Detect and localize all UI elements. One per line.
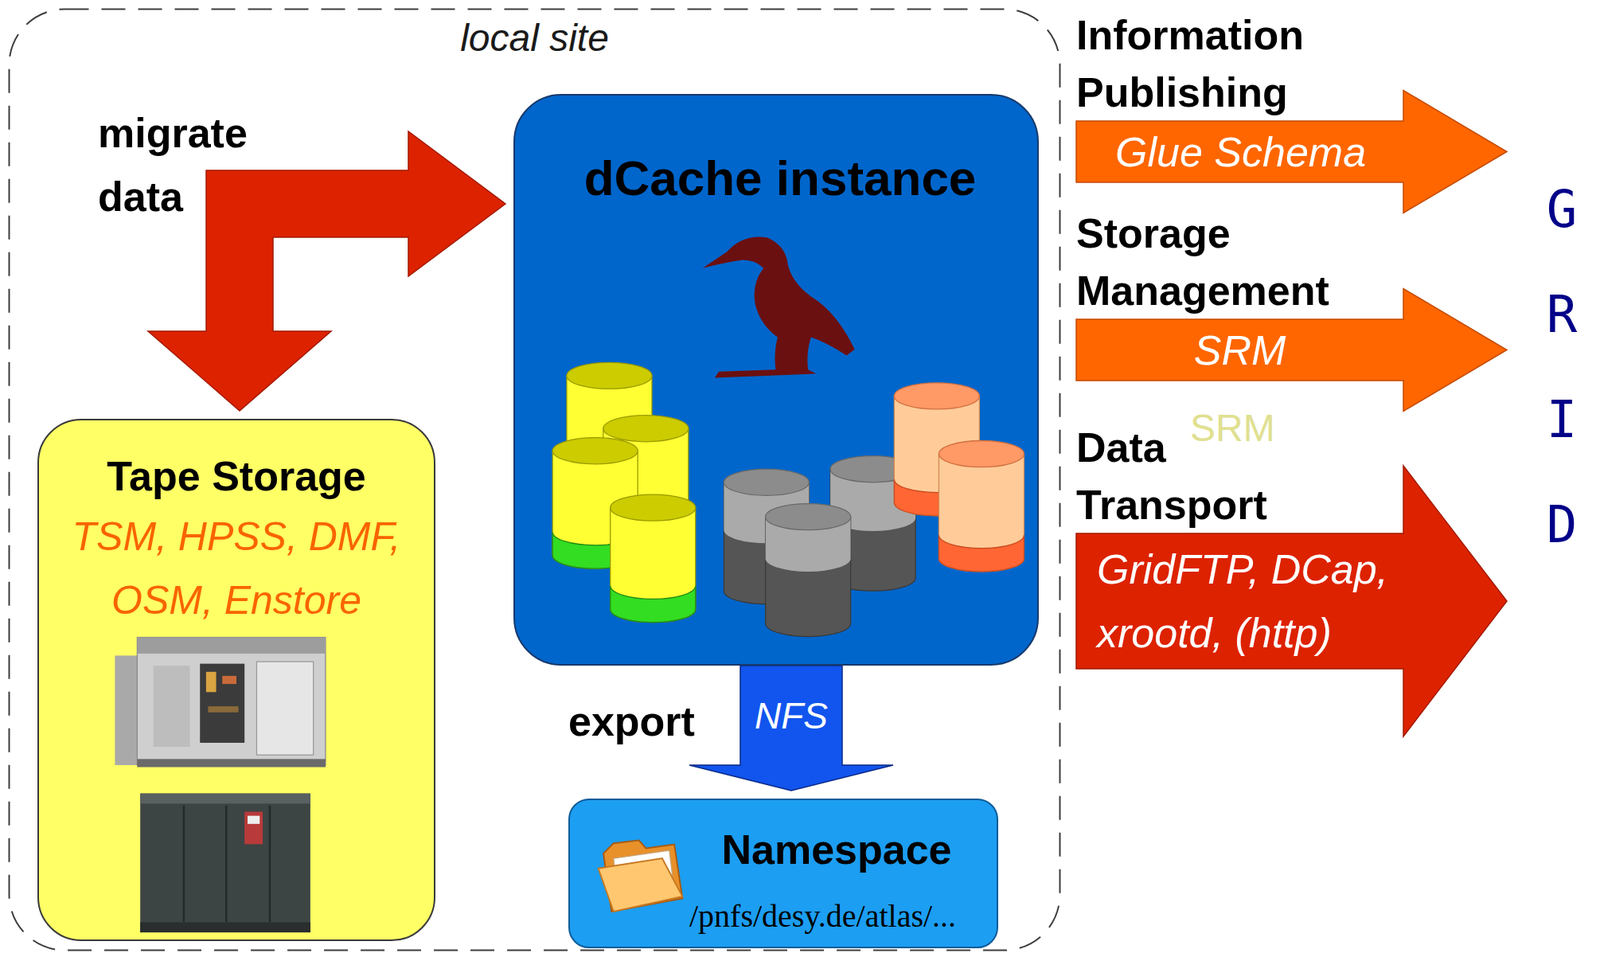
folder-front (598, 858, 683, 912)
box-title: Tape Storage (53, 447, 420, 505)
region-label: local site (7, 14, 1062, 63)
tape-rack-part (183, 805, 186, 922)
cylinder-top (723, 468, 809, 496)
edge-label: migrate data (97, 101, 270, 229)
tape-rack-part (244, 811, 263, 845)
edge-label: NFS (740, 693, 843, 738)
cylinder-top (603, 415, 689, 442)
block-arrow (148, 131, 506, 411)
cylinder-top (938, 440, 1024, 468)
tape-library-part (206, 671, 217, 692)
publishing-arrow: Information PublishingGlue Schema (1076, 6, 1509, 214)
path-text: /pnfs/desy.de/atlas/... (689, 895, 984, 937)
side-label: export (568, 695, 695, 747)
bird-icon (702, 237, 855, 379)
edge-label-holder: NFS (740, 693, 843, 738)
arrow-heading: Storage Management (1076, 204, 1347, 320)
label-holder: GRID (1536, 156, 1588, 578)
transport-arrow: Data TransportGridFTP, DCap, xrootd, (ht… (1076, 418, 1509, 737)
tape-library-part (136, 758, 326, 767)
cylinder-top (566, 362, 652, 389)
tape-rack-part (140, 793, 311, 933)
box-title: dCache instance (538, 149, 1022, 207)
cylinder-body (610, 507, 696, 623)
cylinder-band (610, 585, 696, 623)
ghost-text: SRM (1190, 405, 1276, 451)
protocol-text: GridFTP, DCap, xrootd, (http) (1096, 537, 1432, 665)
block-arrow (689, 665, 894, 791)
tape-library-part (222, 675, 237, 684)
srm-arrow: Storage ManagementSRM (1076, 204, 1509, 412)
tape-rack-part (247, 815, 260, 824)
namespace-box: Namespace/pnfs/desy.de/atlas/... (568, 798, 999, 949)
dcache-box: dCache instance (513, 93, 1039, 666)
cylinder-top (552, 437, 638, 465)
disk-cylinders (552, 362, 1024, 637)
dashed-border (9, 9, 1061, 951)
system-list: TSM, HPSS, DMF, OSM, Enstore (53, 504, 420, 633)
grid-label: GRID (1536, 156, 1588, 578)
protocol-text: SRM (1076, 318, 1404, 383)
edge-label-holder: migrate data (97, 101, 270, 229)
tape-library-part (207, 706, 239, 713)
tape-library-part (256, 661, 313, 755)
cylinder-top (765, 503, 851, 531)
cylinder-top (893, 382, 980, 410)
tape-rack-part (225, 805, 228, 922)
protocol-text: Glue Schema (1115, 120, 1418, 184)
tape-library-part (153, 665, 191, 747)
tape-rack-part (140, 921, 311, 933)
tape-library-part (199, 663, 245, 743)
cylinder-body (765, 516, 851, 637)
tape-rack-part (269, 805, 272, 922)
label-holder: export (568, 695, 695, 747)
cylinder-body (938, 453, 1024, 572)
cylinder-band (938, 534, 1024, 572)
arrow-heading: Information Publishing (1076, 6, 1347, 121)
box-title: Namespace (689, 822, 984, 877)
label-holder: SRM (1190, 405, 1276, 451)
tape-storage-box: Tape StorageTSM, HPSS, DMF, OSM, Enstore (37, 418, 436, 941)
tape-library-part (114, 655, 140, 765)
tape-library-part (136, 637, 326, 765)
tape-library-part (136, 637, 326, 654)
tape-rack-part (140, 793, 311, 804)
cylinder-top (610, 494, 696, 521)
